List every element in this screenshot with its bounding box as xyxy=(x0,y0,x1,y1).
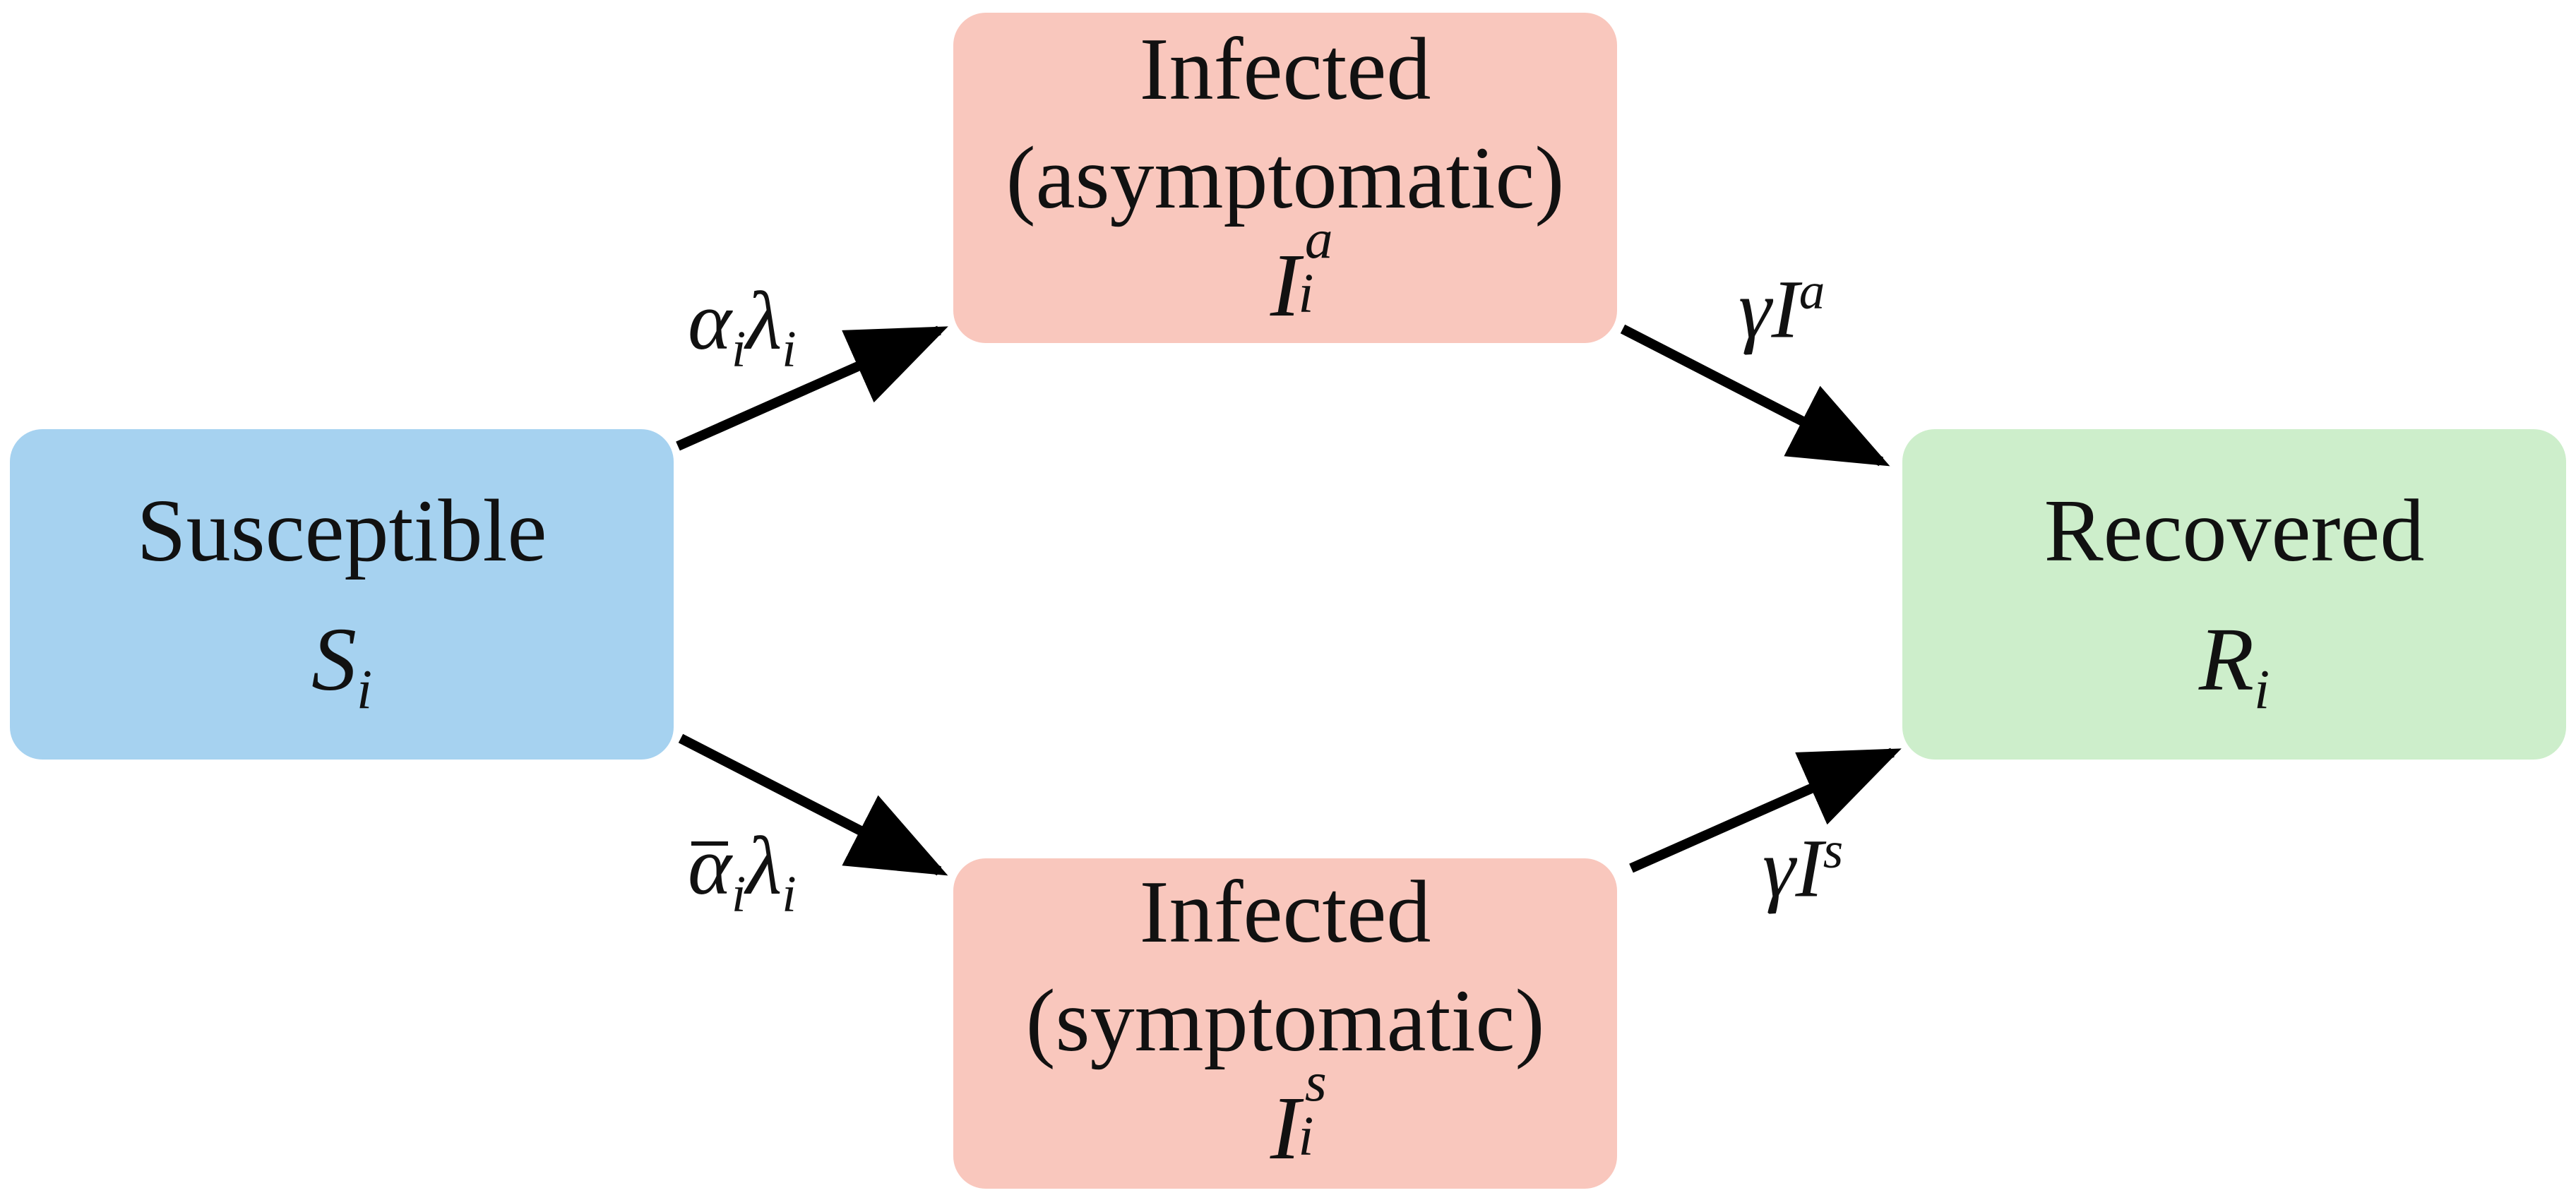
rate-susceptible-to-asymptomatic: αiλi xyxy=(688,275,797,378)
rate-asymptomatic-to-recovered: γIa xyxy=(1739,263,1825,356)
rate-susceptible-to-symptomatic: αiλi xyxy=(688,820,797,923)
recovered-node: Recovered Ri xyxy=(1902,429,2566,760)
infected-asymptomatic-title-line1: Infected xyxy=(1139,20,1431,119)
rate-symptomatic-to-recovered: γIs xyxy=(1763,822,1844,915)
infected-symptomatic-title-line1: Infected xyxy=(1139,863,1431,961)
recovered-title: Recovered xyxy=(2044,482,2425,580)
arrow-symptomatic-to-recovered xyxy=(1629,748,1902,873)
infected-symptomatic-title-line2: (symptomatic) xyxy=(1025,972,1545,1070)
susceptible-symbol: Si xyxy=(311,609,373,721)
arrow-susceptible-to-asymptomatic xyxy=(676,325,948,451)
susceptible-title: Susceptible xyxy=(136,482,547,580)
susceptible-node: Susceptible Si xyxy=(10,429,674,760)
arrow-asymptomatic-to-recovered xyxy=(1620,324,1890,467)
recovered-symbol: Ri xyxy=(2198,609,2270,721)
infected-asymptomatic-title-line2: (asymptomatic) xyxy=(1006,129,1565,227)
arrow-susceptible-to-symptomatic xyxy=(678,733,948,876)
